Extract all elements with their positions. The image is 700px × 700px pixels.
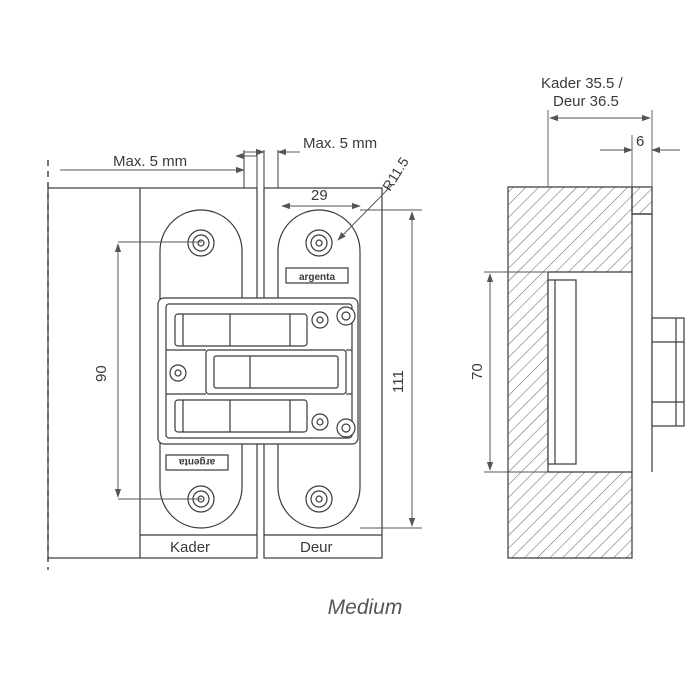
label-side-top-line1: Kader 35.5 /	[541, 75, 624, 92]
front-view	[47, 148, 422, 570]
side-section-view	[484, 110, 685, 559]
label-height-90: 90	[93, 365, 110, 382]
label-height-111: 111	[390, 370, 407, 393]
label-kader: Kader	[170, 539, 210, 556]
hinge-section-block	[651, 317, 685, 427]
caption-title: Medium	[327, 596, 403, 619]
brand-logo-lower: argenta	[179, 456, 216, 467]
label-radius: R11.5	[379, 154, 412, 193]
label-side-top-line2: Deur 36.5	[553, 93, 619, 110]
brand-logo-upper: argenta	[299, 272, 336, 283]
screw-hole-right-top	[305, 229, 333, 257]
hinge-section-body	[547, 279, 577, 465]
screw-hole-right-bottom	[305, 485, 333, 513]
label-max-left: Max. 5 mm	[113, 153, 187, 170]
hinge-mechanism	[157, 297, 359, 445]
label-side-70: 70	[469, 363, 486, 380]
label-width-29: 29	[311, 187, 328, 204]
label-deur: Deur	[300, 539, 333, 556]
label-side-6: 6	[636, 133, 644, 150]
screw-hole-left-top	[187, 229, 215, 257]
label-max-right: Max. 5 mm	[303, 135, 377, 152]
